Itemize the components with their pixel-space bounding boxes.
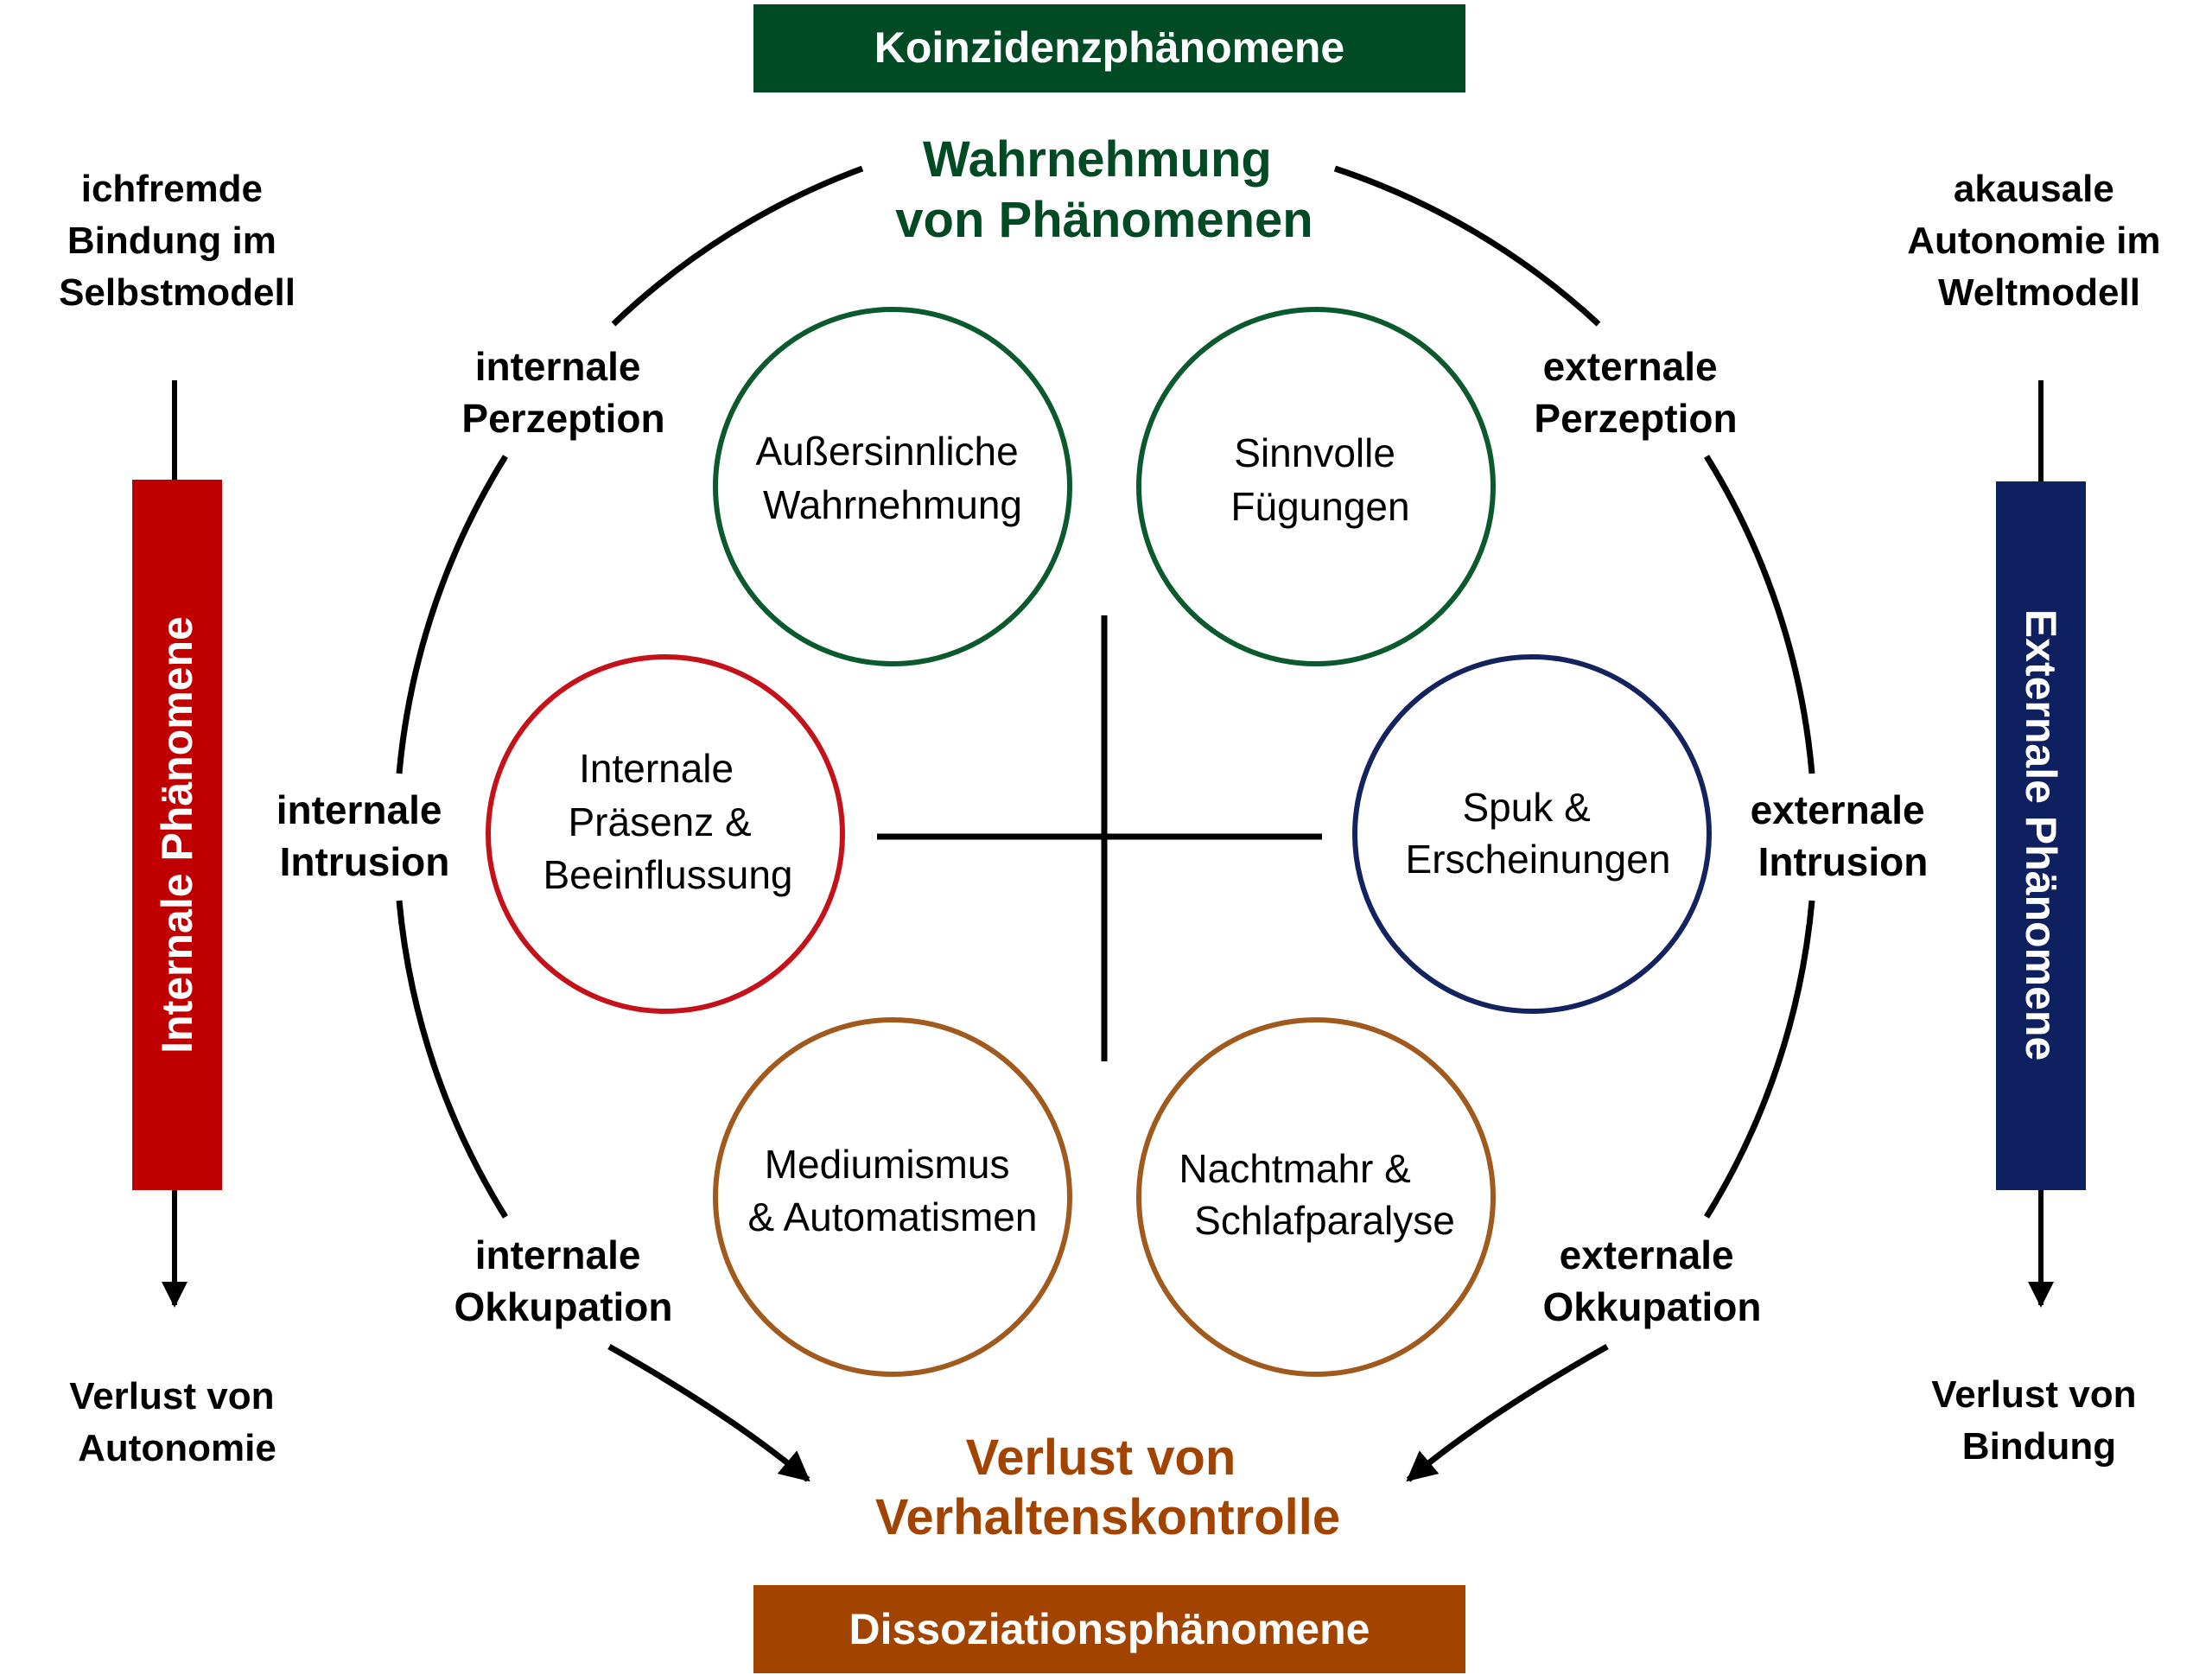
center-bottom-heading: Verlust von Verhaltenskontrolle <box>875 1430 1340 1545</box>
right-top-line-1: akausale <box>1954 168 2114 210</box>
label-internal-perception: internale Perzeption <box>461 344 664 441</box>
circle-internal-presence: Internale Präsenz & Beeinflussung <box>486 654 845 1014</box>
ring-arc-left-lower <box>396 900 508 1219</box>
right-top-line-2: Autonomie im <box>1907 220 2160 262</box>
center-top-line-2: von Phänomenen <box>895 192 1313 248</box>
ring-arc-left-upper <box>396 455 508 774</box>
internal-phenomena-label: Internale Phänomene <box>153 616 201 1054</box>
external-phenomena-bar <box>1996 481 2086 1190</box>
circle-haunting: Spuk & Erscheinungen <box>1352 654 1712 1014</box>
left-top-line-1: ichfremde <box>81 168 263 210</box>
svg-text:Mediumismus & Automatism: Mediumismus & Automatismen <box>748 1142 1038 1239</box>
ring-arrow-bottom-left <box>607 1343 810 1482</box>
bottom-banner <box>753 1585 1465 1673</box>
top-banner-label: Koinzidenzphänomene <box>874 23 1344 72</box>
label-internal-intrusion: internale Intrusion <box>276 787 454 884</box>
central-cross <box>877 615 1322 1061</box>
right-bottom-label: Verlust von Bindung <box>1931 1373 2146 1468</box>
ring-arc-top-right <box>1333 165 1601 327</box>
right-bottom-line-2: Bindung <box>1962 1425 2116 1468</box>
center-bottom-line-2: Verhaltenskontrolle <box>875 1489 1340 1545</box>
label-external-occupation: externale Okkupation <box>1542 1232 1761 1329</box>
ring-arrow-bottom-right <box>1406 1343 1609 1482</box>
svg-text:Spuk & Erscheinungen: Spuk & Erscheinungen <box>1406 785 1671 882</box>
left-bottom-line-1: Verlust von <box>69 1375 274 1417</box>
circle-mediumism: Mediumismus & Automatismen <box>713 1017 1072 1377</box>
right-top-label: akausale Autonomie im Weltmodell <box>1907 168 2171 314</box>
circle-esp: Außersinnliche Wahrnehmung <box>713 307 1072 666</box>
center-top-line-1: Wahrnehmung <box>923 131 1272 188</box>
left-top-label: ichfremde Bindung im Selbstmodell <box>59 168 296 314</box>
left-bottom-label: Verlust von Autonomie <box>69 1375 284 1469</box>
ring-arc-right-lower <box>1704 900 1815 1219</box>
right-top-line-3: Weltmodell <box>1938 271 2140 314</box>
outer-ring <box>396 165 1815 1482</box>
svg-text:Außersinnliche Wahrnehmu: Außersinnliche Wahrnehmung <box>755 429 1029 527</box>
bottom-banner-label: Dissoziationsphänomene <box>849 1605 1370 1653</box>
label-external-perception: externale Perzeption <box>1534 344 1737 441</box>
left-top-line-2: Bindung im <box>67 220 276 262</box>
right-bottom-line-1: Verlust von <box>1931 1373 2136 1416</box>
external-phenomena-label: Externale Phänomene <box>2017 609 2065 1060</box>
label-internal-occupation: internale Okkupation <box>454 1232 672 1329</box>
internal-phenomena-bar <box>132 480 222 1190</box>
top-banner <box>753 4 1465 92</box>
svg-text:Sinnvolle Fügungen: Sinnvolle Fügungen <box>1230 430 1409 529</box>
center-top-heading: Wahrnehmung von Phänomenen <box>895 131 1313 248</box>
circle-synchronicity: Sinnvolle Fügungen <box>1136 307 1496 666</box>
ring-arc-right-upper <box>1704 455 1815 774</box>
center-bottom-line-1: Verlust von <box>966 1430 1236 1486</box>
left-bottom-line-2: Autonomie <box>78 1427 276 1469</box>
svg-text:Nachtmahr & Schlafparaly: Nachtmahr & Schlafparalyse <box>1179 1146 1454 1243</box>
ring-arc-top-left <box>611 165 864 327</box>
left-top-line-3: Selbstmodell <box>59 271 296 314</box>
svg-text:Internale Präsenz &: Internale Präsenz & Beeinflussung <box>543 746 793 897</box>
circle-nightmare: Nachtmahr & Schlafparalyse <box>1136 1017 1496 1377</box>
label-external-intrusion: externale Intrusion <box>1751 787 1936 884</box>
